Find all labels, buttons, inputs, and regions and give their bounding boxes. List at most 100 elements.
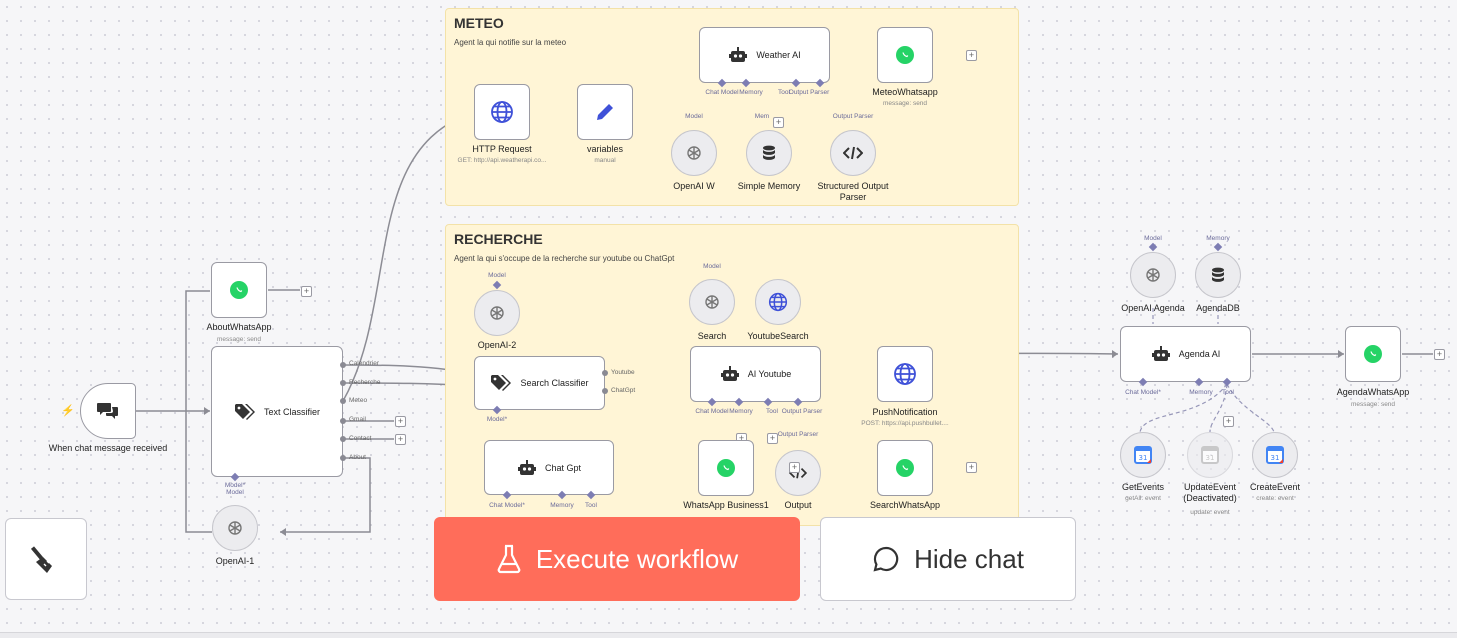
agenda-ai-node[interactable]: Agenda AI bbox=[1120, 326, 1251, 382]
text-classifier-node[interactable]: Text Classifier bbox=[211, 346, 343, 477]
add-node-button[interactable]: + bbox=[966, 462, 977, 473]
port-label-chat-model: Chat Model* bbox=[489, 502, 525, 509]
chat-panel-edge bbox=[0, 632, 1457, 638]
output-label-gmail: Gmail bbox=[349, 416, 366, 423]
get-events-node[interactable]: 31 bbox=[1120, 432, 1166, 478]
execute-workflow-button[interactable]: Execute workflow bbox=[434, 517, 800, 601]
whatsapp-icon bbox=[1364, 345, 1382, 363]
openai-icon bbox=[490, 306, 504, 320]
agenda-db-node[interactable] bbox=[1195, 252, 1241, 298]
tag-icon bbox=[234, 403, 255, 420]
node-subtitle: manual bbox=[594, 157, 616, 164]
add-node-button[interactable]: + bbox=[789, 462, 800, 473]
port-label-memory: Memory bbox=[1206, 235, 1230, 242]
output-port[interactable] bbox=[602, 370, 608, 376]
port-label-output-parser: Output Parser bbox=[777, 431, 819, 438]
port-label-memory: Memory bbox=[739, 89, 763, 96]
add-node-button[interactable]: + bbox=[966, 50, 977, 61]
node-title: WhatsApp Business1 bbox=[683, 500, 769, 510]
whatsapp-icon bbox=[230, 281, 248, 299]
port-label-memory: Memory bbox=[729, 408, 753, 415]
add-tool-button[interactable]: + bbox=[767, 433, 778, 444]
output-label-contact: Contact bbox=[349, 435, 372, 442]
google-calendar-icon: 31 bbox=[1201, 446, 1219, 464]
output-label-youtube: Youtube bbox=[611, 369, 635, 376]
port-diamond[interactable] bbox=[1148, 242, 1158, 252]
output-port[interactable] bbox=[340, 455, 346, 461]
search-whatsapp-node[interactable] bbox=[877, 440, 933, 496]
port-label-output-parser: Output Parser bbox=[788, 89, 830, 96]
output-port[interactable] bbox=[340, 362, 346, 368]
add-node-button[interactable]: + bbox=[301, 286, 312, 297]
node-title: Structured Output Parser bbox=[817, 181, 889, 202]
youtube-search-node[interactable] bbox=[755, 279, 801, 325]
chat-trigger-node[interactable] bbox=[80, 383, 136, 439]
google-calendar-icon: 31 bbox=[1266, 446, 1284, 464]
add-node-button[interactable]: + bbox=[395, 416, 406, 427]
hide-chat-button[interactable]: Hide chat bbox=[820, 517, 1076, 601]
port-label-model: Model* bbox=[224, 482, 246, 489]
ai-youtube-node[interactable]: AI Youtube bbox=[690, 346, 821, 402]
output-port[interactable] bbox=[340, 380, 346, 386]
robot-icon bbox=[517, 459, 536, 475]
about-whatsapp-node[interactable] bbox=[211, 262, 267, 318]
structured-output-parser-node[interactable] bbox=[830, 130, 876, 176]
port-label-model: Model bbox=[685, 113, 703, 120]
output-port[interactable] bbox=[340, 398, 346, 404]
port-label-output-parser: Output Parser bbox=[781, 408, 823, 415]
output-port[interactable] bbox=[340, 418, 346, 424]
agenda-whatsapp-node[interactable] bbox=[1345, 326, 1401, 382]
output-label-meteo: Meteo bbox=[349, 397, 368, 404]
whatsapp-business1-node[interactable] bbox=[698, 440, 754, 496]
node-title: OpenAI Agenda bbox=[1121, 303, 1185, 313]
tag-icon bbox=[491, 375, 512, 391]
push-notification-node[interactable] bbox=[877, 346, 933, 402]
variables-node[interactable] bbox=[577, 84, 633, 140]
add-node-button[interactable]: + bbox=[1434, 349, 1445, 360]
port-label-output-parser: Output Parser bbox=[832, 113, 874, 120]
output-node[interactable] bbox=[775, 450, 821, 496]
openai-1-node[interactable] bbox=[212, 505, 258, 551]
port-label-memory: Memory bbox=[1189, 389, 1213, 396]
port-label-memory: Memory bbox=[550, 502, 574, 509]
create-event-node[interactable]: 31 bbox=[1252, 432, 1298, 478]
port-label-tool: Tool bbox=[766, 408, 778, 415]
node-title: AgendaDB bbox=[1196, 303, 1240, 313]
simple-memory-node[interactable] bbox=[746, 130, 792, 176]
search-node[interactable] bbox=[689, 279, 735, 325]
node-subtitle: getAll: event bbox=[1125, 495, 1161, 502]
sticky-text: Agent la qui s'occupe de la recherche su… bbox=[454, 254, 675, 263]
openai-agenda-node[interactable] bbox=[1130, 252, 1176, 298]
flask-icon bbox=[497, 544, 521, 574]
openai-2-node[interactable] bbox=[474, 290, 520, 336]
output-port[interactable] bbox=[602, 388, 608, 394]
http-request-node[interactable] bbox=[474, 84, 530, 140]
update-event-node[interactable]: 31 bbox=[1187, 432, 1233, 478]
openai-w-node[interactable] bbox=[671, 130, 717, 176]
node-subtitle: message: send bbox=[1350, 401, 1396, 408]
search-classifier-node[interactable]: Search Classifier bbox=[474, 356, 605, 410]
node-subtitle: create: event bbox=[1256, 495, 1294, 502]
node-title: PushNotification bbox=[872, 407, 938, 417]
output-port[interactable] bbox=[340, 436, 346, 442]
node-title: HTTP Request bbox=[472, 144, 532, 154]
whatsapp-icon bbox=[896, 459, 914, 477]
node-subtitle: GET: http://api.weatherapi.co... bbox=[457, 157, 547, 164]
node-title: Simple Memory bbox=[737, 181, 801, 191]
node-title: When chat message received bbox=[48, 443, 168, 453]
clear-execution-button[interactable] bbox=[5, 518, 87, 600]
globe-icon bbox=[768, 292, 788, 312]
add-tool-button[interactable]: + bbox=[773, 117, 784, 128]
add-node-button[interactable]: + bbox=[395, 434, 406, 445]
node-title: Chat Gpt bbox=[544, 462, 582, 473]
port-diamond[interactable] bbox=[1213, 242, 1223, 252]
weather-ai-node[interactable]: Weather AI bbox=[699, 27, 830, 83]
output-label-calendrier: Calendrier bbox=[349, 360, 379, 367]
openai-icon bbox=[687, 146, 701, 160]
chat-gpt-node[interactable]: Chat Gpt bbox=[484, 440, 614, 495]
execute-workflow-label: Execute workflow bbox=[535, 543, 739, 574]
globe-icon bbox=[894, 363, 916, 385]
meteo-whatsapp-node[interactable] bbox=[877, 27, 933, 83]
add-tool-button[interactable]: + bbox=[1223, 416, 1234, 427]
node-title: OpenAI W bbox=[673, 181, 715, 191]
